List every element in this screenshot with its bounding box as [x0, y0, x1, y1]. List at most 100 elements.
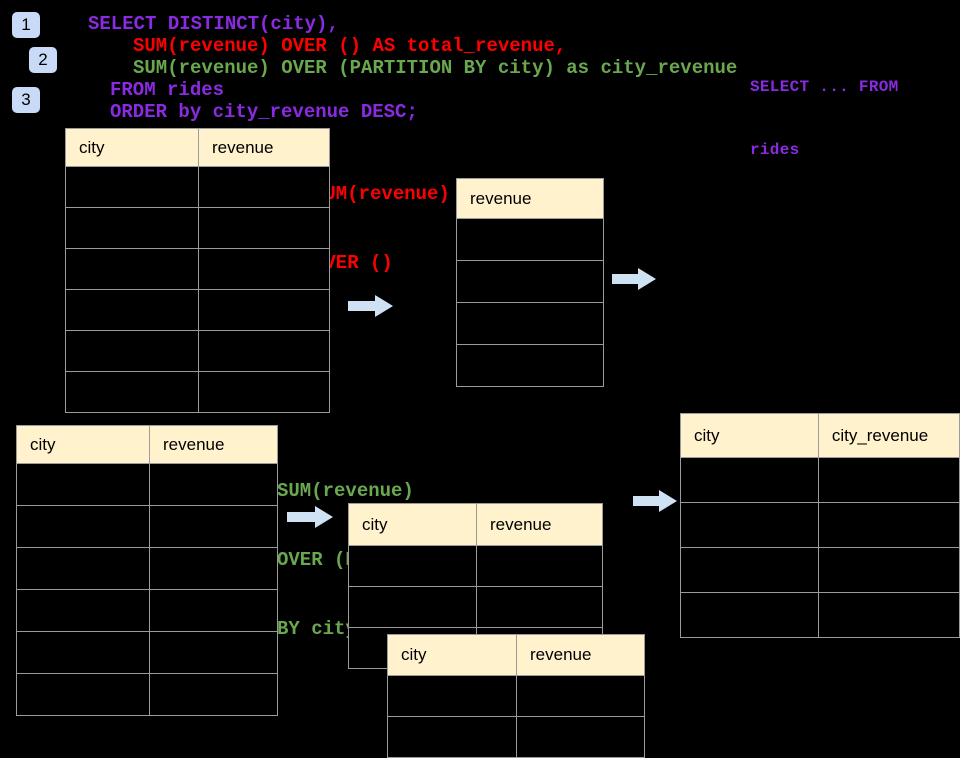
table-row [16, 589, 278, 632]
source-table-top: city revenue [65, 128, 330, 413]
table-cell [149, 589, 278, 632]
header-row: revenue [456, 178, 604, 219]
table-cell [149, 505, 278, 548]
sql-line-from: FROM rides [110, 79, 225, 101]
table-row [456, 218, 604, 261]
arrow-shape [633, 490, 677, 512]
table-cell [65, 248, 199, 290]
column-header-city: city [680, 413, 819, 458]
sql-line-order-by: ORDER by city_revenue DESC; [110, 101, 418, 123]
table-cell [387, 675, 517, 717]
table-cell [198, 371, 330, 413]
header-row: city revenue [65, 128, 330, 167]
arrow-shape [612, 268, 656, 290]
table-row [680, 592, 960, 638]
sql-line-city-revenue: SUM(revenue) OVER (PARTITION BY city) as… [133, 57, 738, 79]
partition-table-front: city revenue [387, 634, 645, 758]
table-cell [198, 248, 330, 290]
table-row [65, 248, 330, 290]
column-header-revenue: revenue [149, 425, 278, 464]
table-cell [817, 457, 960, 503]
annotation-total-revenue: SUM(revenue) OVER () [313, 137, 450, 321]
column-header-revenue: revenue [456, 178, 604, 219]
table-row [16, 673, 278, 716]
table-cell [516, 716, 645, 758]
table-row [348, 586, 603, 628]
table-cell [65, 166, 199, 208]
header-row: city revenue [16, 425, 278, 464]
table-row [456, 302, 604, 345]
flow-arrow-total-2 [612, 268, 656, 290]
column-header-city: city [348, 503, 477, 546]
flow-arrow-partition-2 [633, 490, 677, 512]
table-row [348, 545, 603, 587]
arrow-shape [287, 506, 333, 528]
table-row [456, 344, 604, 387]
table-cell [817, 592, 960, 638]
flow-arrow-total-1 [348, 295, 393, 317]
table-cell [16, 631, 150, 674]
arrow-shape [348, 295, 393, 317]
table-cell [16, 505, 150, 548]
step-badge-1: 1 [12, 12, 40, 38]
table-row [680, 457, 960, 503]
table-cell [680, 457, 819, 503]
table-row [16, 547, 278, 590]
sql-line-total-revenue: SUM(revenue) OVER () AS total_revenue, [133, 35, 567, 57]
annotation-total-line-1: SUM(revenue) [313, 183, 450, 205]
table-cell [680, 592, 819, 638]
column-header-revenue: revenue [516, 634, 645, 676]
table-row [65, 207, 330, 249]
table-row [16, 505, 278, 548]
table-cell [516, 675, 645, 717]
column-header-city: city [16, 425, 150, 464]
table-cell [149, 673, 278, 716]
table-row [65, 166, 330, 208]
table-cell [16, 547, 150, 590]
table-cell [16, 463, 150, 506]
table-cell [680, 502, 819, 548]
table-cell [65, 330, 199, 372]
table-cell [817, 502, 960, 548]
table-row [387, 716, 645, 758]
table-row [16, 631, 278, 674]
table-cell [456, 302, 604, 345]
table-cell [456, 344, 604, 387]
table-cell [198, 166, 330, 208]
result-table: city city_revenue [680, 413, 960, 638]
table-row [65, 330, 330, 372]
table-cell [149, 463, 278, 506]
table-cell [65, 371, 199, 413]
diagram-canvas: 1 2 3 SELECT DISTINCT(city), SUM(revenue… [12, 12, 960, 758]
column-header-city: city [65, 128, 199, 167]
side-note-line-1: SELECT ... FROM [750, 78, 899, 96]
table-cell [348, 545, 477, 587]
table-row [680, 502, 960, 548]
table-cell [198, 289, 330, 331]
table-cell [65, 207, 199, 249]
table-cell [149, 631, 278, 674]
header-row: city revenue [348, 503, 603, 546]
table-cell [16, 589, 150, 632]
table-row [65, 289, 330, 331]
table-cell [198, 330, 330, 372]
header-row: city city_revenue [680, 413, 960, 458]
step-badge-2: 2 [29, 47, 57, 73]
table-row [387, 675, 645, 717]
column-header-city-revenue: city_revenue [817, 413, 960, 458]
step-badge-3: 3 [12, 87, 40, 113]
annotation-partition-line-1: SUM(revenue) [277, 480, 414, 502]
table-cell [456, 218, 604, 261]
table-cell [16, 673, 150, 716]
table-row [65, 371, 330, 413]
flow-arrow-partition-1 [287, 506, 333, 528]
sql-line-select: SELECT DISTINCT(city), [88, 13, 339, 35]
header-row: city revenue [387, 634, 645, 676]
source-table-bottom: city revenue [16, 425, 278, 716]
table-row [456, 260, 604, 303]
table-cell [348, 586, 477, 628]
column-header-revenue: revenue [476, 503, 603, 546]
table-cell [65, 289, 199, 331]
table-row [680, 547, 960, 593]
table-cell [198, 207, 330, 249]
